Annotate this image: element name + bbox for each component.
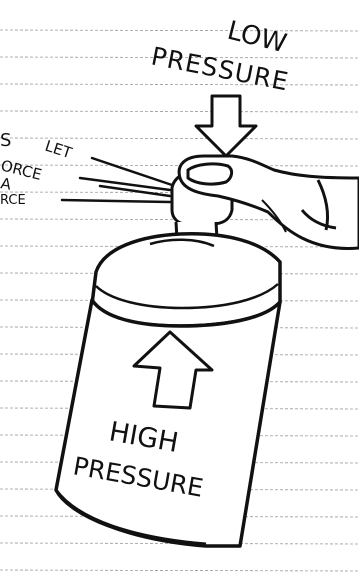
- ruled-line: [0, 30, 359, 31]
- spray-text-line: LET: [43, 137, 75, 163]
- ruled-line: [0, 84, 359, 85]
- low-label: LOW: [224, 16, 289, 60]
- spray-text: S LET ORCE A RCE: [0, 130, 75, 208]
- spray-text-line: RCE: [0, 193, 26, 208]
- ruled-line: [0, 570, 359, 571]
- ruled-line: [0, 111, 359, 112]
- spray-text-line: S: [0, 130, 11, 151]
- spray-text-line: A: [0, 174, 13, 194]
- down-arrow-icon: [196, 96, 256, 156]
- spray-lines: [62, 158, 172, 202]
